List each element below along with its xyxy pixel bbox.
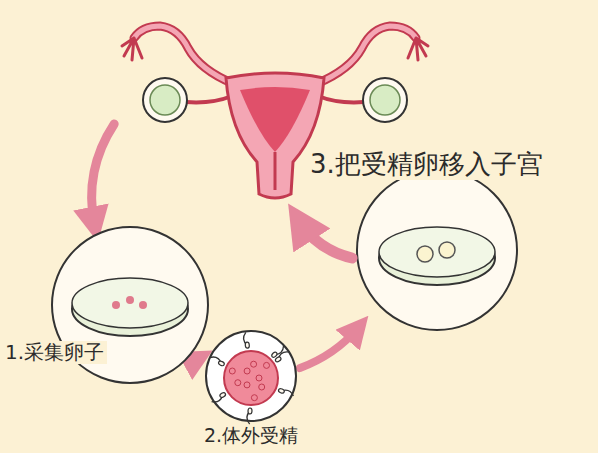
fertilization-node: 2.体外受精 [205,330,297,422]
egg-dish-node: 1.采集卵子 [50,225,210,385]
step-label: 1.采集卵子 [2,341,107,364]
egg-sperm-illustration [205,330,297,422]
flow-arrow [196,357,198,359]
fertilized-egg-dish [357,170,517,330]
flow-arrow [300,222,352,258]
uterus-node: 3.把受精卵移入子宫 [115,0,485,200]
step-label: 3.把受精卵移入子宫 [307,150,546,180]
flow-arrow [300,328,358,368]
step-label: 2.体外受精 [201,425,301,447]
flow-arrow [92,124,115,225]
